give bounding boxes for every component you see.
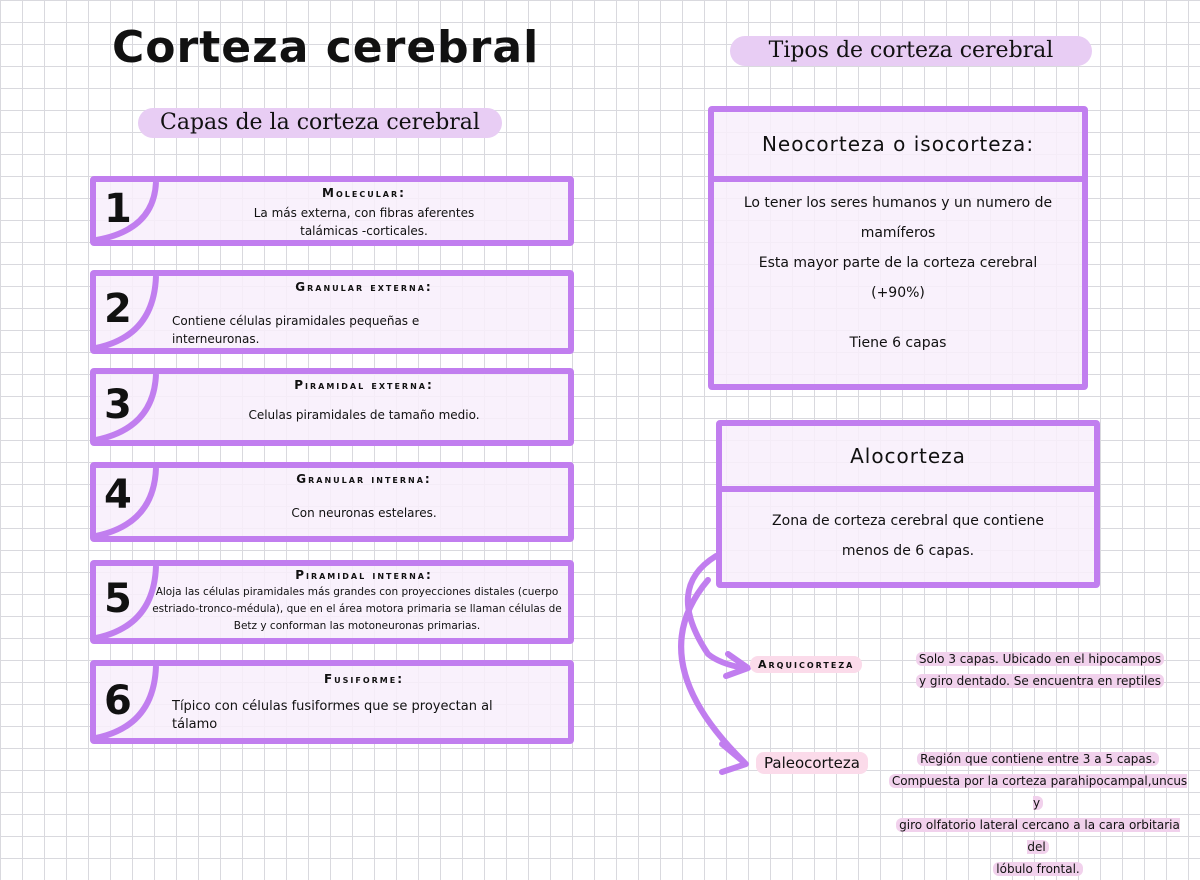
layer-description: Aloja las células piramidales más grande… [152, 586, 562, 632]
layer-title: Molecular: [322, 186, 406, 200]
layer-arc [96, 276, 159, 348]
layer-arc [96, 468, 159, 536]
layer-description: La más externa, con fibras aferentes tal… [253, 206, 475, 238]
paleocortex-notes: Región que contiene entre 3 a 5 capas. C… [884, 748, 1192, 880]
allocortex-line: Zona de corteza cerebral que contiene [772, 513, 1044, 529]
layer-arc [96, 566, 159, 638]
layer-card: 5 Piramidal interna: Aloja las células p… [90, 560, 574, 644]
layer-title: Granular externa: [295, 280, 433, 294]
branch-arrows [678, 553, 751, 775]
paleocortex-label: Paleocorteza [756, 752, 868, 774]
section-title-types: Tipos de corteza cerebral [730, 36, 1092, 66]
layer-card: 3 Piramidal externa: Celulas piramidales… [90, 368, 574, 446]
layer-number: 6 [104, 678, 132, 724]
layer-number: 1 [104, 186, 132, 232]
layer-number: 5 [104, 576, 132, 622]
layer-arc [96, 666, 159, 738]
layer-description: Celulas piramidales de tamaño medio. [248, 408, 480, 422]
archicortex-note: Solo 3 capas. Ubicado en el hipocampos [915, 652, 1165, 666]
layer-title: Granular interna: [296, 472, 432, 486]
neocortex-line: Tiene 6 capas [849, 335, 947, 351]
neocortex-line: Lo tener los seres humanos y un numero d… [743, 195, 1053, 211]
allocortex-line: menos de 6 capas. [841, 543, 975, 559]
neocortex-line: mamíferos [860, 225, 936, 241]
layer-description: Típico con células fusiformes que se pro… [172, 699, 493, 732]
section-title-layers: Capas de la corteza cerebral [138, 108, 502, 138]
layer-description: Con neuronas estelares. [291, 506, 437, 520]
layer-number: 4 [104, 472, 132, 518]
layer-card: 6 Fusiforme: Típico con células fusiform… [90, 660, 574, 744]
paleocortex-note: Compuesta por la corteza parahipocampal,… [888, 774, 1188, 810]
layer-arc [96, 374, 159, 440]
layer-number: 2 [104, 286, 132, 332]
layer-card: 2 Granular externa: Contiene células pir… [90, 270, 574, 354]
page-title: Corteza cerebral [112, 22, 540, 73]
neocortex-line: Esta mayor parte de la corteza cerebral [758, 255, 1038, 271]
layer-card: 1 Molecular: La más externa, con fibras … [90, 176, 574, 246]
archicortex-label: Arquicorteza [750, 656, 863, 673]
layer-title: Piramidal interna: [295, 568, 433, 582]
layer-arc [96, 182, 159, 240]
layer-title: Piramidal externa: [294, 378, 434, 392]
archicortex-note: y giro dentado. Se encuentra en reptiles [915, 674, 1164, 688]
layer-number: 3 [104, 382, 132, 428]
allocortex-title: Alocorteza [722, 426, 1094, 492]
neocortex-box: Neocorteza o isocorteza: Lo tener los se… [708, 106, 1088, 390]
neocortex-line: (+90%) [871, 285, 925, 301]
neocortex-title: Neocorteza o isocorteza: [714, 112, 1082, 182]
allocortex-box: Alocorteza Zona de corteza cerebral que … [716, 420, 1100, 588]
paleocortex-note: lóbulo frontal. [993, 862, 1083, 876]
layer-title: Fusiforme: [323, 672, 405, 686]
archicortex-notes: Solo 3 capas. Ubicado en el hipocampos y… [900, 648, 1180, 692]
paleocortex-note: Región que contiene entre 3 a 5 capas. [917, 752, 1159, 766]
layer-card: 4 Granular interna: Con neuronas estelar… [90, 462, 574, 542]
layer-description: Contiene células piramidales pequeñas e … [172, 314, 420, 346]
